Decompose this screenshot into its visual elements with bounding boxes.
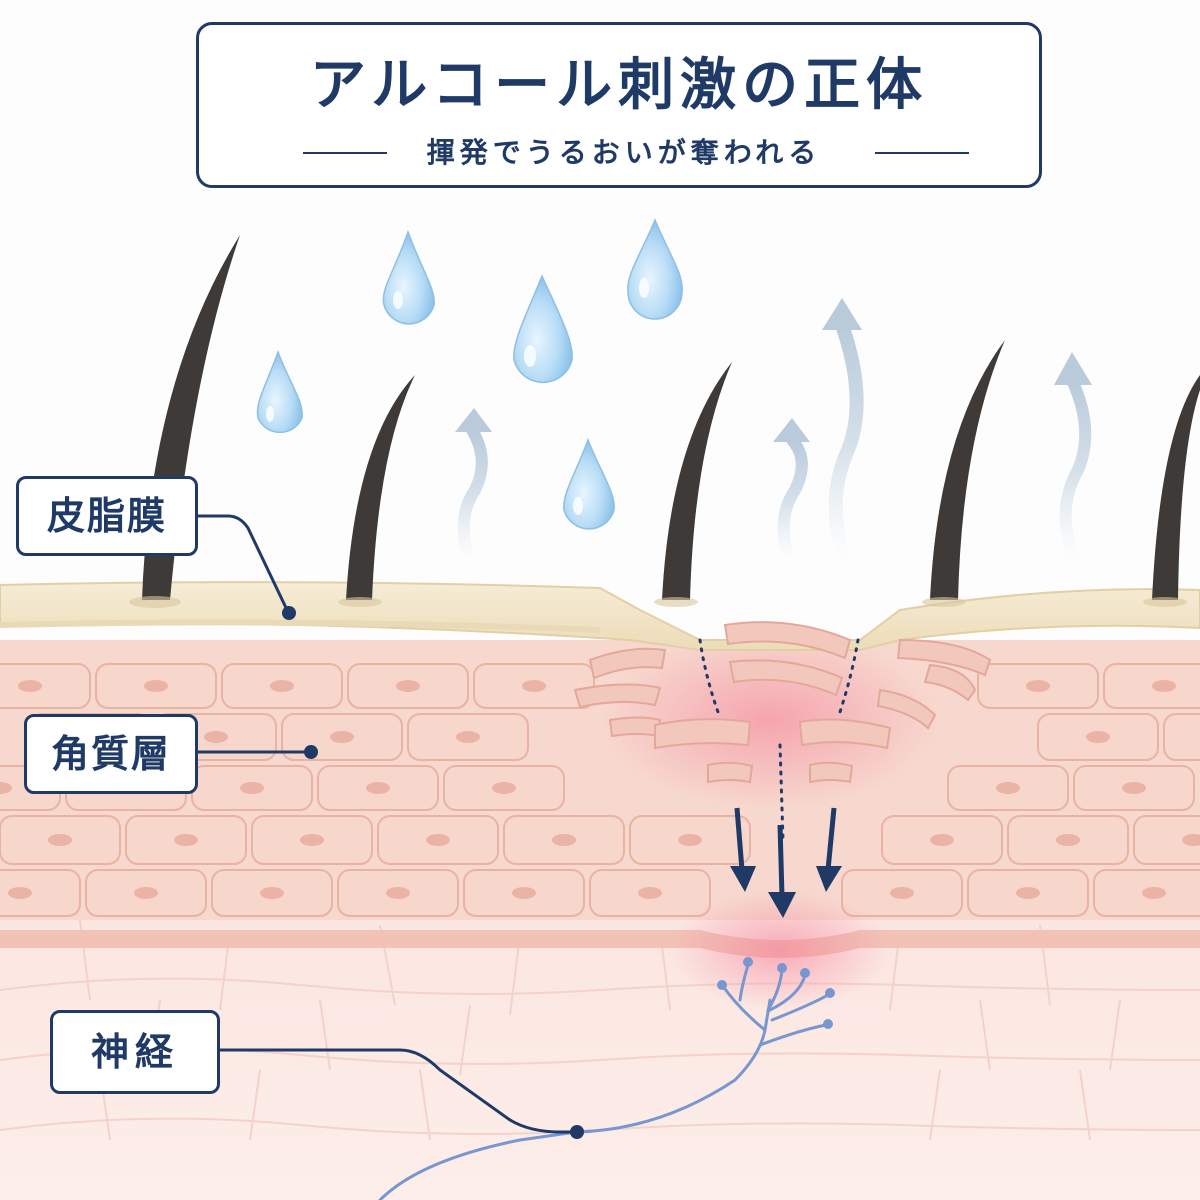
cell-nucleus	[0, 782, 12, 794]
skin-cell	[0, 869, 81, 917]
cell-nucleus	[270, 680, 294, 692]
skin-cell	[1133, 815, 1200, 865]
cell-nucleus	[144, 680, 168, 692]
water-droplet-icon	[256, 218, 683, 530]
label-sebum-film: 皮脂膜	[16, 476, 198, 556]
droplet-highlights	[266, 278, 649, 515]
cell-nucleus	[240, 782, 264, 794]
cell-nucleus	[638, 887, 662, 899]
label-leader-lines	[198, 514, 576, 1134]
sebum-film-layer	[0, 581, 1200, 651]
subtitle-row: 揮発でうるおいが奪われる	[199, 133, 1039, 173]
irritation-glow-lower	[670, 890, 890, 1010]
cell-nucleus	[492, 782, 516, 794]
label-anchor-dots	[282, 606, 584, 1139]
cell-nucleus	[300, 834, 324, 846]
nerve-endings	[717, 957, 835, 1029]
subtitle-rule-left	[303, 152, 387, 154]
cell-nucleus	[1026, 680, 1050, 692]
basement-membrane	[0, 930, 1200, 958]
cell-nucleus	[1182, 834, 1200, 846]
label-stratum-corneum: 角質層	[24, 714, 198, 794]
cell-nucleus	[996, 782, 1020, 794]
cell-nucleus	[426, 834, 450, 846]
cell-nucleus	[522, 680, 546, 692]
cell-nucleus	[512, 887, 536, 899]
cell-nucleus	[1122, 782, 1146, 794]
title-panel: アルコール刺激の正体 揮発でうるおいが奪われる	[196, 22, 1042, 188]
down-arrow-icon	[730, 807, 842, 918]
cell-nucleus	[204, 731, 228, 743]
cell-nucleus	[396, 680, 420, 692]
cell-nucleus	[1142, 887, 1166, 899]
cell-nucleus	[552, 834, 576, 846]
cell-nucleus	[456, 731, 480, 743]
cell-nucleus	[18, 680, 42, 692]
cell-nucleus	[330, 731, 354, 743]
cell-nucleus	[1016, 887, 1040, 899]
page-title: アルコール刺激の正体	[309, 53, 929, 118]
hair-follicle-shadows	[129, 596, 1187, 608]
label-nerve: 神経	[50, 1010, 220, 1094]
irritation-glow-upper	[600, 630, 940, 810]
cell-nucleus	[1056, 834, 1080, 846]
cell-nucleus	[890, 887, 914, 899]
subtitle-rule-right	[875, 152, 969, 154]
cell-nucleus	[930, 834, 954, 846]
cell-nucleus	[8, 887, 32, 899]
cell-nucleus	[1086, 731, 1110, 743]
cell-nucleus	[366, 782, 390, 794]
cell-nucleus	[48, 834, 72, 846]
sebum-film-edge	[0, 619, 601, 633]
vapor-arrow-icon	[455, 298, 1092, 567]
skin-cell	[1163, 713, 1200, 761]
nerve-fiber	[378, 963, 830, 1200]
cell-nucleus	[134, 887, 158, 899]
cell-nucleus	[260, 887, 284, 899]
cell-nucleus	[174, 834, 198, 846]
cell-nucleus	[386, 887, 410, 899]
page-subtitle: 揮発でうるおいが奪われる	[426, 136, 822, 169]
penetration-dotted-lines	[698, 638, 860, 842]
cell-nucleus	[678, 834, 702, 846]
damaged-corneum-flakes	[573, 621, 992, 784]
cell-nucleus	[1152, 680, 1176, 692]
skin-cell	[0, 663, 91, 709]
